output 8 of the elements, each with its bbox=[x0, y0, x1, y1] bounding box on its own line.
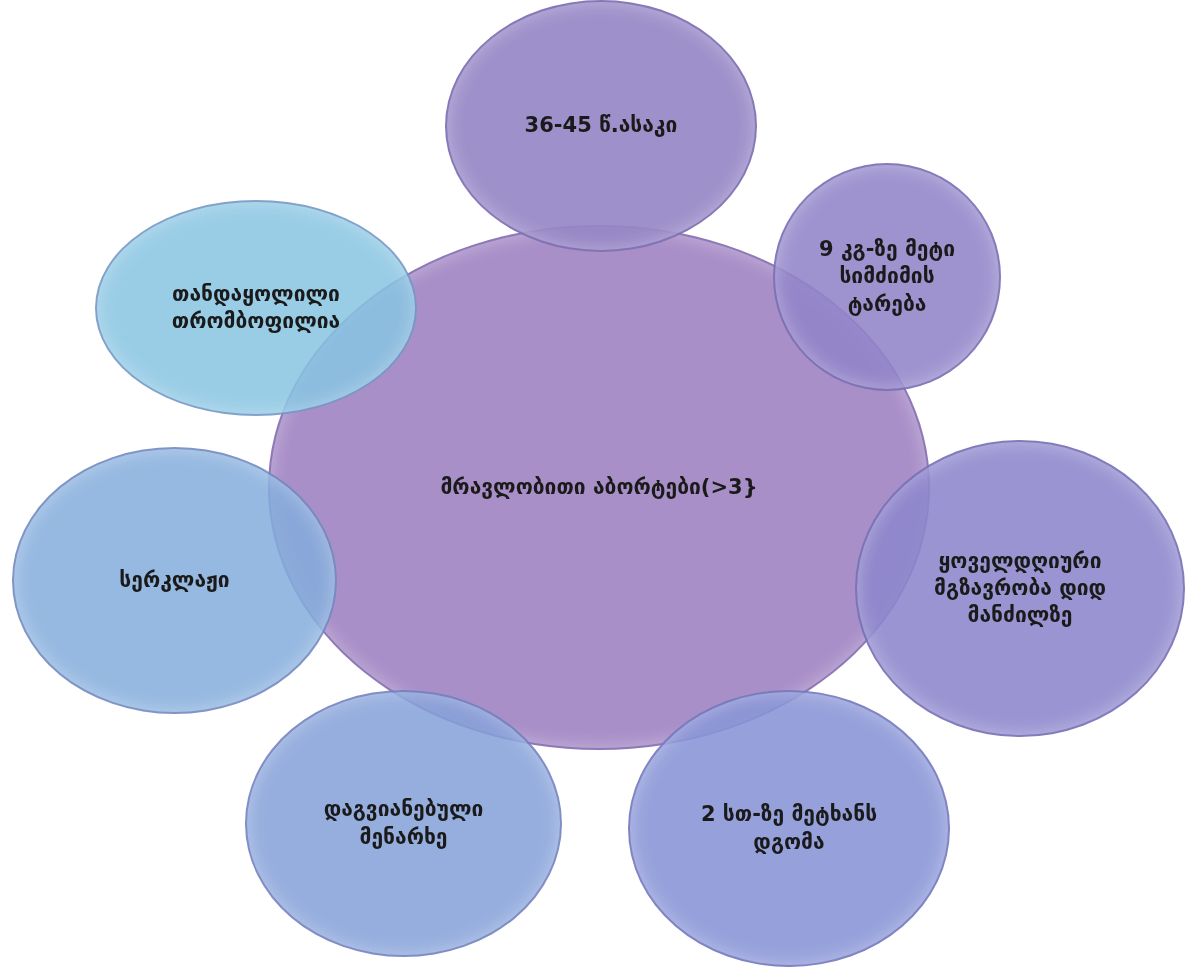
circle-text: სერკლაჟი bbox=[119, 566, 230, 594]
circle-text: თანდაყოლილი თრომბოფილია bbox=[170, 280, 342, 335]
circle-text: 9 კგ-ზე მეტი სიმძიმის ტარება bbox=[818, 236, 956, 318]
circle-text: დაგვიანებული მენარხე bbox=[322, 796, 485, 851]
circle-text: მრავლობითი აბორტები(>3} bbox=[440, 473, 758, 501]
circle-text: 36-45 წ.ასაკი bbox=[524, 112, 678, 140]
circle-text: 2 სთ-ზე მეტხანს დგომა bbox=[699, 801, 879, 856]
circle-text: ყოველდღიური მგზავრობა დიდ მანძილზე bbox=[932, 547, 1108, 630]
